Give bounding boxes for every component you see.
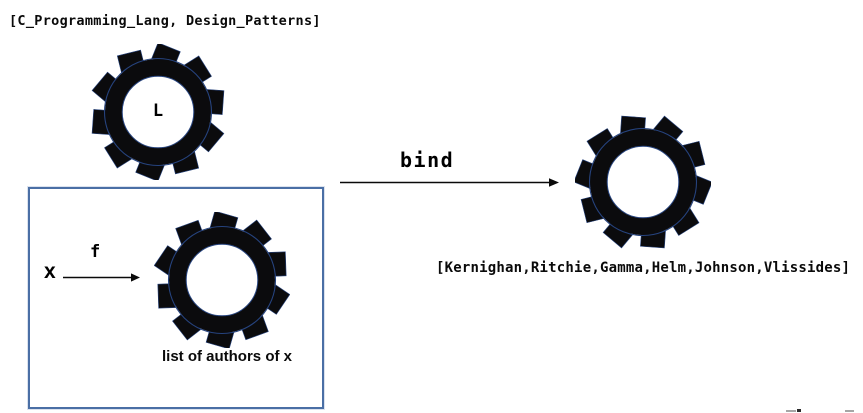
function-result-gear-icon <box>154 212 290 348</box>
bind-arrow-icon <box>340 178 559 187</box>
cropped-text-fragment <box>845 410 854 412</box>
bind-operation-label: bind <box>400 148 455 172</box>
function-result-caption: list of authors of x <box>161 348 292 365</box>
input-list-label: [C_Programming_Lang, Design_Patterns] <box>9 13 321 29</box>
result-list-label: [Kernighan,Ritchie,Gamma,Helm,Johnson,Vl… <box>436 260 851 276</box>
monad-type-letter: L <box>152 100 164 121</box>
function-name-label: f <box>90 242 101 262</box>
function-arrow-icon <box>63 273 140 282</box>
cropped-text-fragment <box>786 410 796 412</box>
function-definition-box: x f list of authors of x <box>28 187 324 409</box>
function-input-label: x <box>44 260 56 283</box>
cropped-text-fragment <box>797 409 801 412</box>
monadic-value-gear-icon: L <box>90 44 226 180</box>
result-monadic-value-gear-icon <box>575 114 711 250</box>
